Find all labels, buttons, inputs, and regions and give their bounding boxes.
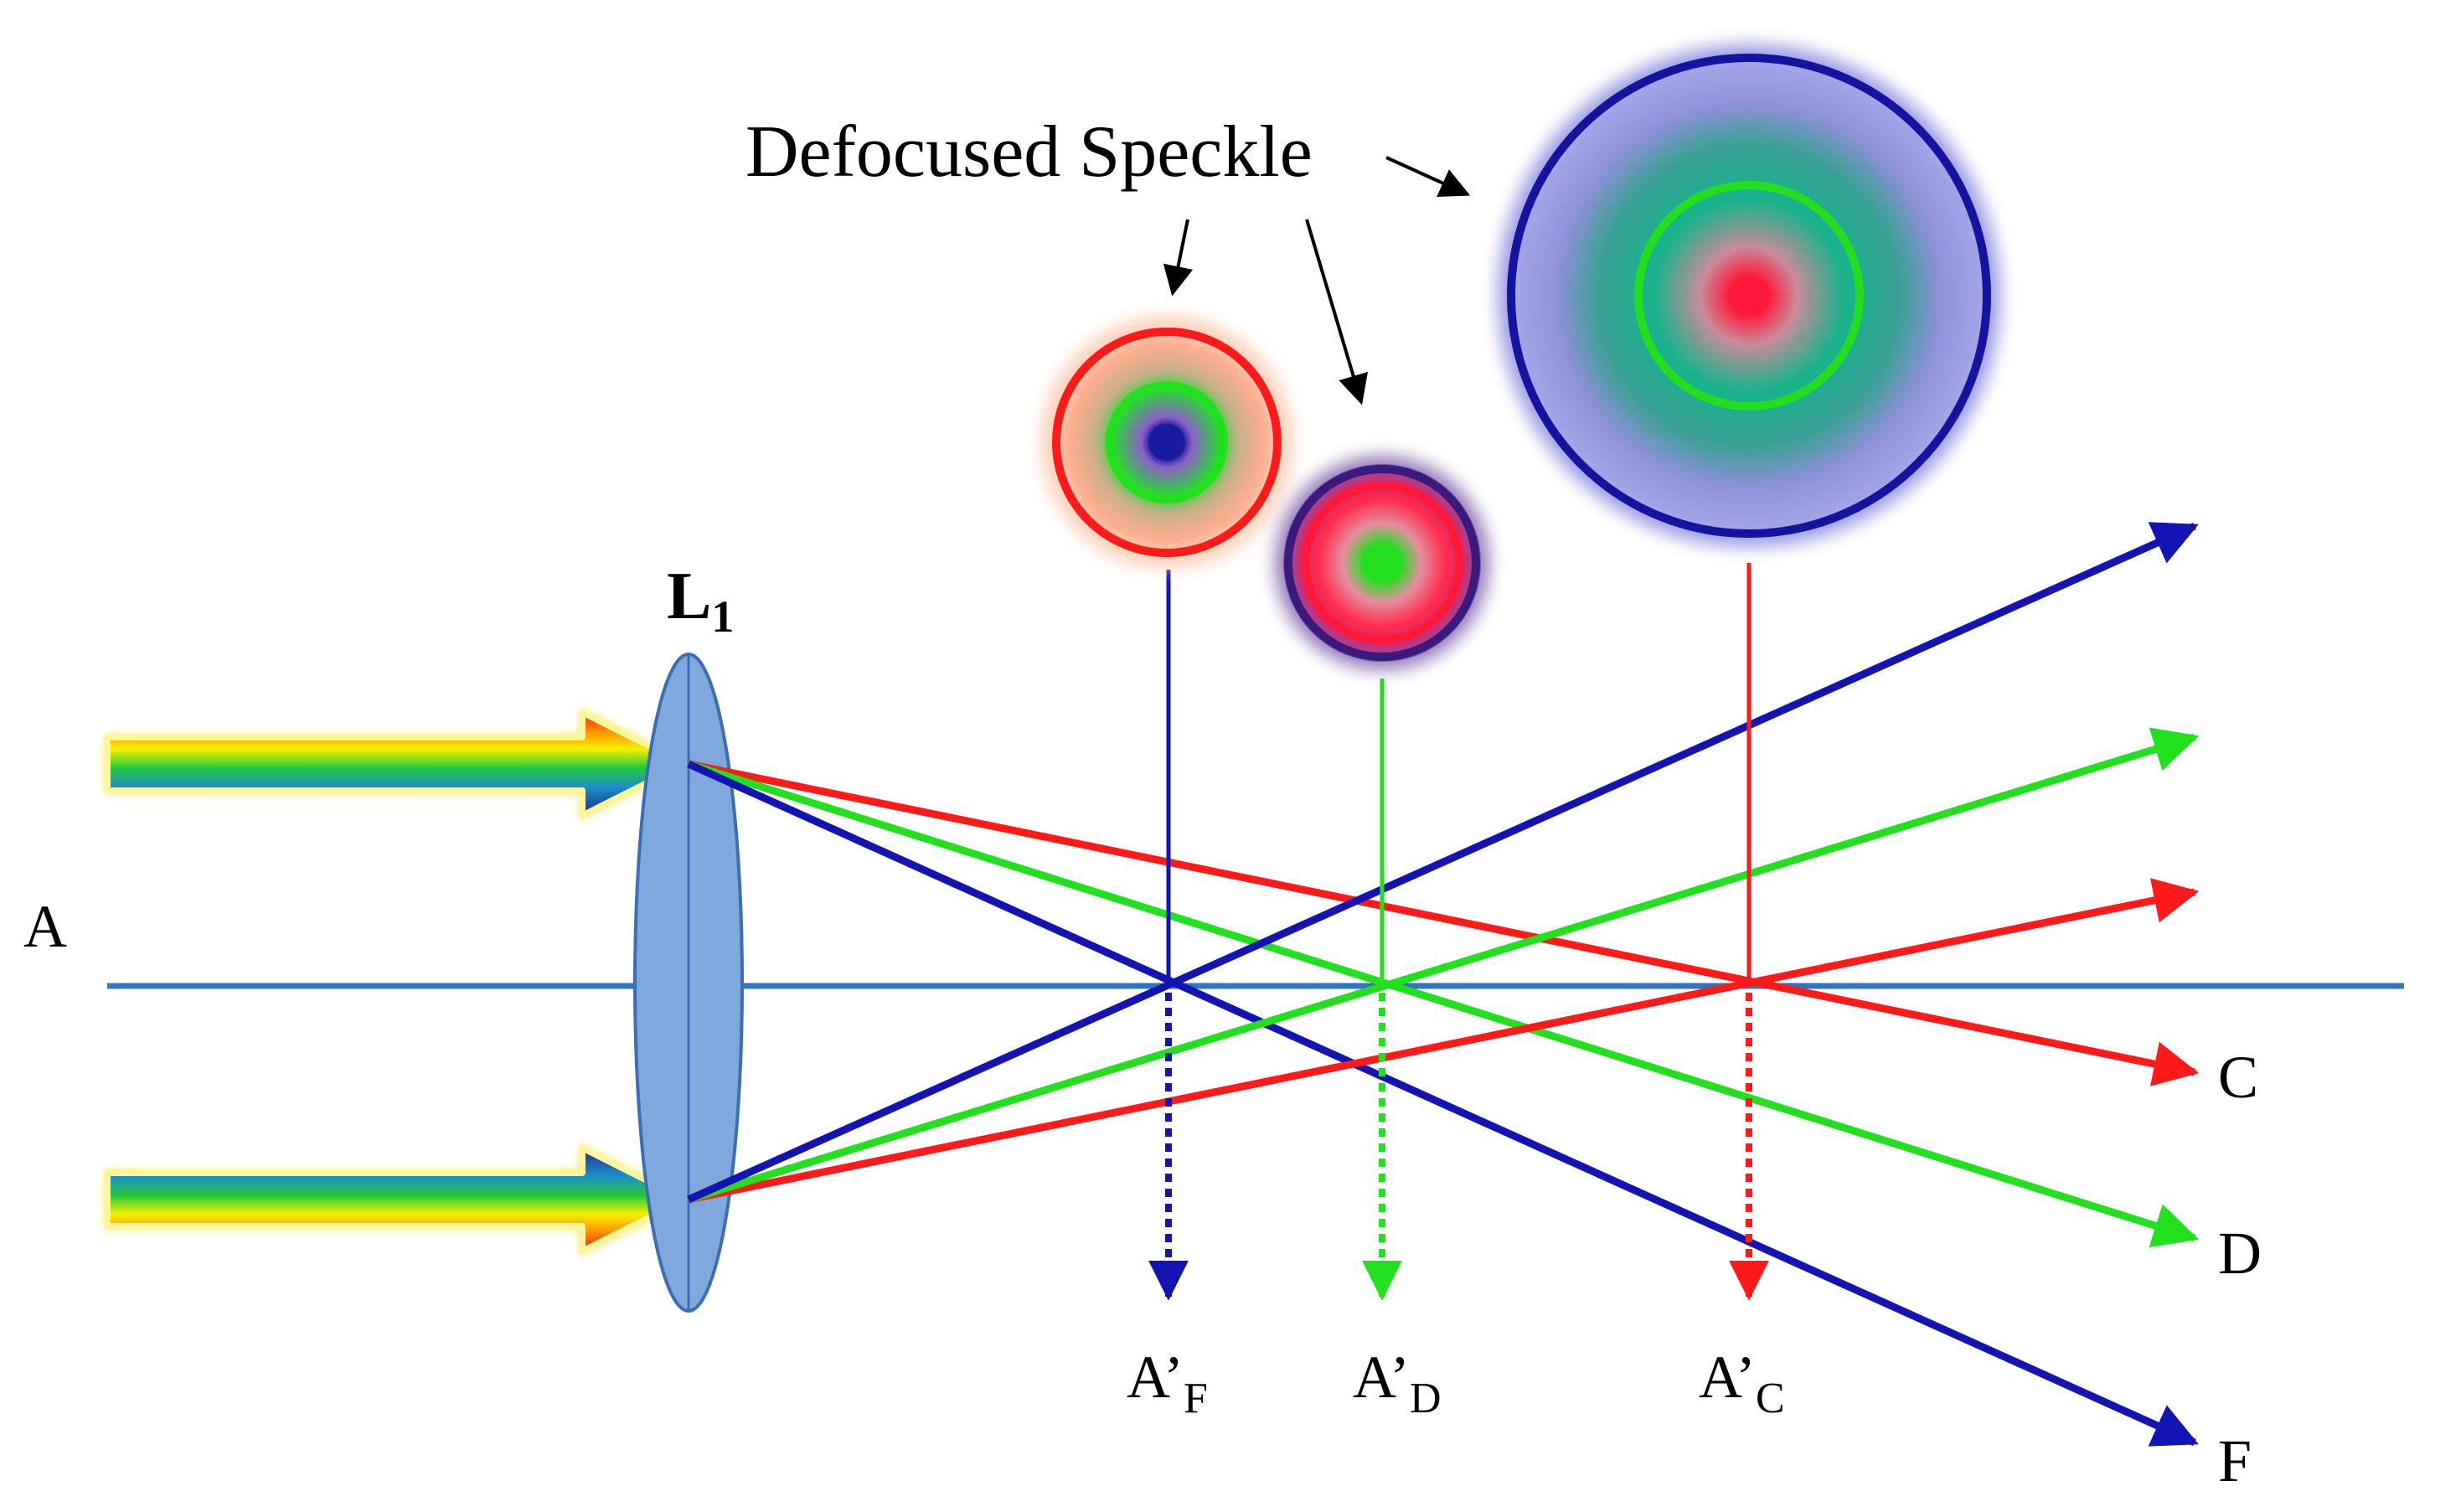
speckle-red-focus: [1498, 44, 2000, 547]
rays: [687, 522, 2200, 1447]
incoming-beam-top: [104, 709, 689, 819]
lens-label: L1: [667, 560, 734, 642]
incoming-beam-bottom: [104, 1144, 689, 1255]
ray-red-bottom: [688, 878, 2200, 1204]
axis-label: A: [23, 893, 67, 960]
ray-green-top: [687, 760, 2200, 1248]
ray-label-green: D: [2218, 1220, 2262, 1287]
focus-label-red: A’C: [1699, 1344, 1785, 1422]
pointer-arrow-1: [1163, 219, 1194, 297]
ray-red-top: [688, 760, 2200, 1086]
speckle-title: Defocused Speckle: [745, 111, 1313, 193]
ray-blue-top: [687, 760, 2199, 1447]
ray-green-bottom: [687, 727, 2200, 1204]
pointer-arrow-3: [1385, 156, 1471, 198]
ray-label-red: C: [2218, 1044, 2258, 1111]
ray-label-blue: F: [2218, 1427, 2252, 1494]
focus-label-green: A’D: [1353, 1344, 1442, 1422]
ray-blue-bottom: [687, 522, 2199, 1204]
lens-l1: [633, 653, 744, 1313]
focus-label-blue: A’F: [1127, 1344, 1208, 1422]
pointer-arrow-2: [1305, 219, 1368, 405]
speckle-green-focus: [1275, 456, 1489, 670]
speckle-blue-focus: [1041, 317, 1292, 568]
